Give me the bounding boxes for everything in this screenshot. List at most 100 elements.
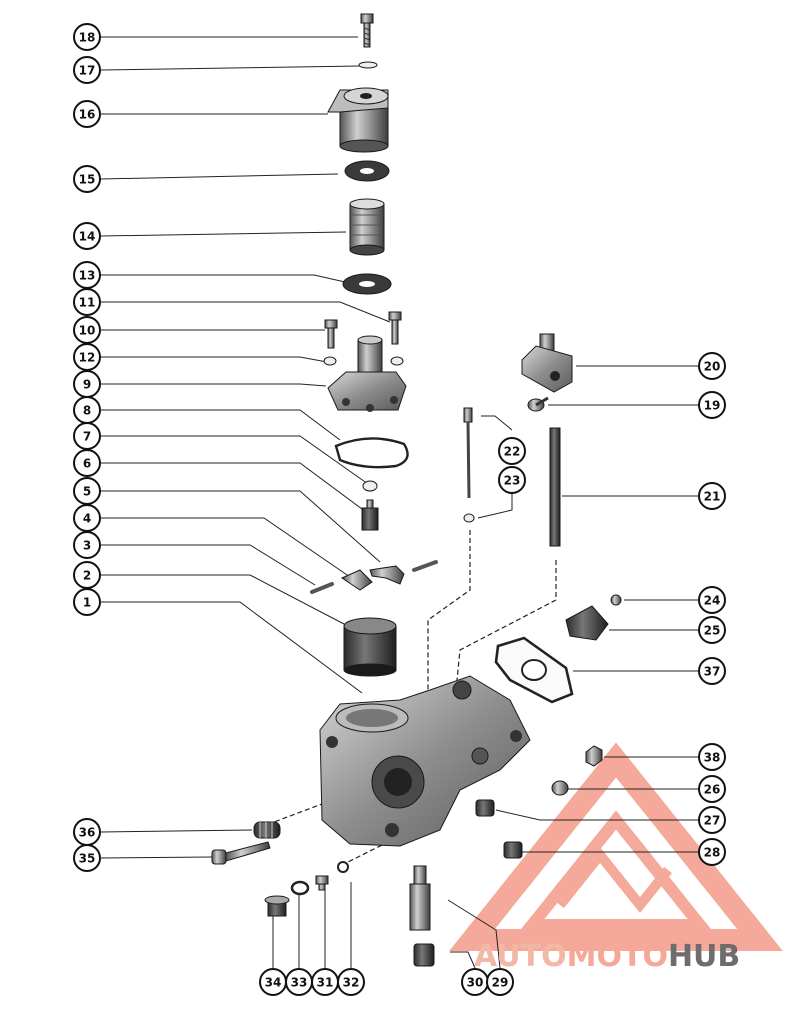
watermark-logo-triangle [449,742,783,951]
callout-9: 9 [73,370,101,398]
part-float-2 [343,617,397,677]
callout-label: 8 [83,404,91,418]
part-screw-31 [315,875,329,891]
callout-label: 3 [83,539,91,553]
part-bracket-20 [521,333,573,393]
part-pin-3 [310,582,334,594]
callout-label: 33 [291,976,308,990]
callout-18: 18 [73,23,101,51]
callout-22: 22 [498,437,526,465]
callout-26: 26 [698,775,726,803]
callout-label: 28 [704,846,721,860]
callout-label: 36 [79,826,96,840]
callout-4: 4 [73,504,101,532]
part-nut-24 [610,594,622,606]
callout-28: 28 [698,838,726,866]
callout-label: 17 [79,64,96,78]
callout-label: 23 [504,474,521,488]
part-washer-33 [290,880,310,896]
callout-36: 36 [73,818,101,846]
callout-label: 14 [79,230,96,244]
callout-circle [73,222,101,250]
callout-circle [73,288,101,316]
part-cover-9 [327,335,407,412]
callout-7: 7 [73,422,101,450]
part-gasket-15 [344,160,390,182]
callout-20: 20 [698,352,726,380]
callout-circle [73,449,101,477]
callout-3: 3 [73,531,101,559]
callout-circle [698,352,726,380]
part-clip-4 [340,569,373,591]
watermark-hub: HUB [668,939,740,974]
callout-label: 4 [83,512,91,526]
part-gasket-37 [494,636,574,704]
callout-24: 24 [698,586,726,614]
callout-label: 20 [704,360,721,374]
part-filter-14 [349,198,385,256]
callout-label: 12 [79,351,96,365]
callout-circle [337,968,365,996]
callout-32: 32 [337,968,365,996]
callout-11: 11 [73,288,101,316]
callout-19: 19 [698,391,726,419]
callout-label: 1 [83,596,91,610]
callout-label: 37 [704,665,721,679]
callout-16: 16 [73,100,101,128]
part-shaft-21 [549,427,561,547]
callout-label: 16 [79,108,96,122]
callout-label: 21 [704,490,721,504]
part-jet-27 [475,799,495,817]
callout-12: 12 [73,343,101,371]
callout-2: 2 [73,561,101,589]
callout-label: 5 [83,485,91,499]
callout-circle [698,586,726,614]
callout-circle [73,56,101,84]
part-ring-23 [463,513,475,523]
callout-group: 1817161514131110129876543212019222321242… [73,23,726,996]
callout-circle [73,23,101,51]
part-washer-7 [362,480,378,492]
callout-circle [73,844,101,872]
part-plug-34 [264,895,290,917]
callout-circle [498,466,526,494]
callout-circle [698,743,726,771]
part-washer-12a [323,356,337,366]
callout-label: 31 [317,976,334,990]
callout-21: 21 [698,482,726,510]
callout-1: 1 [73,588,101,616]
callout-circle [698,616,726,644]
watermark-auto: AUTO [474,939,567,974]
part-gasket-8 [334,437,409,469]
part-plug-26 [551,780,569,796]
callout-label: 22 [504,445,521,459]
watermark-moto: MOTO [567,939,668,974]
callout-circle [698,775,726,803]
part-needle-22 [463,407,473,499]
callout-15: 15 [73,165,101,193]
callout-38: 38 [698,743,726,771]
callout-25: 25 [698,616,726,644]
part-screw-18 [360,13,374,48]
callout-label: 27 [704,814,721,828]
part-nut-38 [585,745,603,767]
callout-label: 38 [704,751,721,765]
leader-lines [100,36,699,969]
callout-label: 34 [265,976,282,990]
part-washer-12b [390,356,404,366]
part-pin-3b [412,560,438,572]
callout-33: 33 [285,968,313,996]
callout-circle [73,100,101,128]
callout-circle [698,657,726,685]
part-needle-valve-6 [361,499,379,531]
callout-17: 17 [73,56,101,84]
part-float-arm-5 [369,565,405,585]
callout-10: 10 [73,316,101,344]
callout-6: 6 [73,449,101,477]
callout-label: 2 [83,569,91,583]
part-jet-30 [413,943,435,967]
part-ring-32 [337,861,349,873]
callout-13: 13 [73,261,101,289]
part-screw-11 [388,311,402,345]
